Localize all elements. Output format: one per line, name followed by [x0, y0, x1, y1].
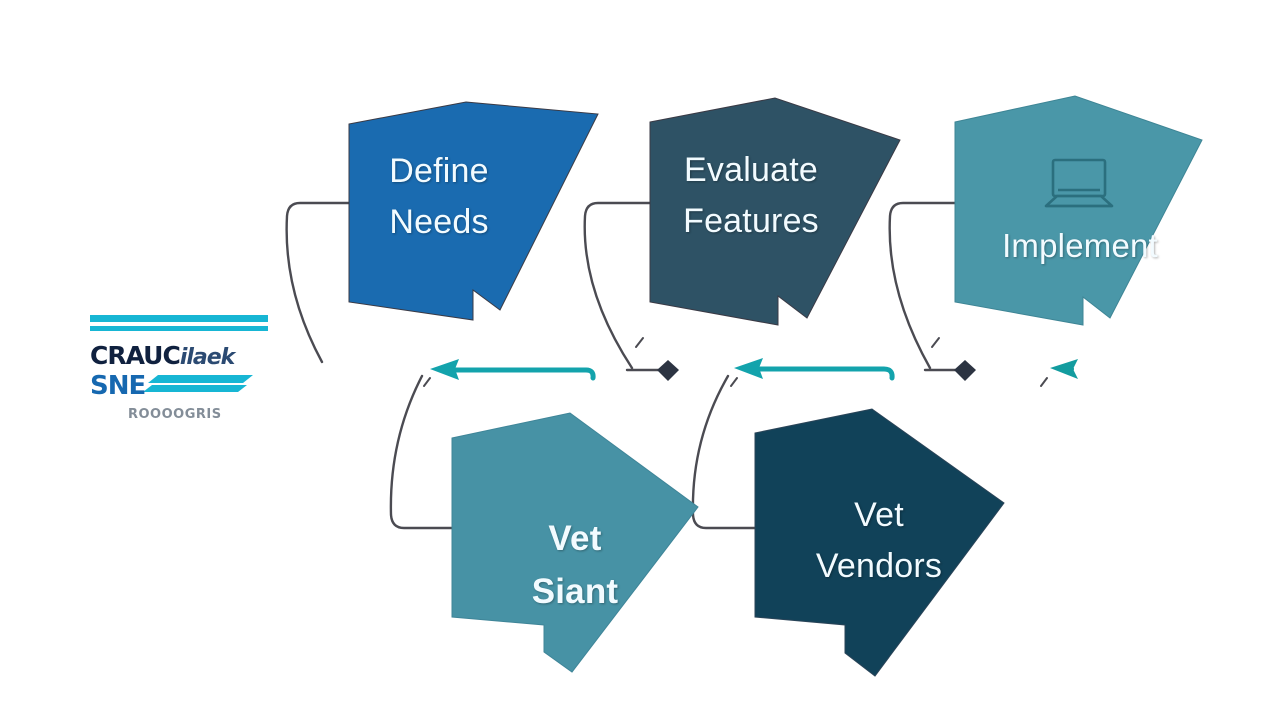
logo-bar-second — [90, 326, 268, 331]
node-define-needs[interactable] — [348, 101, 599, 321]
connector-3 — [888, 201, 957, 370]
logo-main-text: CRAUCilaek — [90, 341, 235, 370]
logo[interactable]: CRAUCilaek SNE ROOOOGRIS — [82, 305, 272, 435]
diamond-2 — [923, 360, 976, 381]
logo-swoosh-icon — [143, 375, 253, 392]
laptop-icon — [1044, 158, 1114, 208]
node-vet-vendors[interactable] — [754, 408, 1005, 677]
logo-sub-text: SNE — [90, 371, 146, 401]
evaluate-features-shape[interactable] — [649, 97, 901, 326]
define-needs-shape[interactable] — [348, 101, 599, 321]
connector-5 — [691, 374, 759, 530]
connector-2 — [583, 201, 652, 370]
teal-arrow-2 — [734, 358, 895, 381]
connector-1 — [285, 201, 354, 364]
logo-main-word: CRAUC — [90, 341, 181, 370]
connector-4 — [389, 374, 457, 530]
node-implement[interactable] — [954, 95, 1203, 326]
stray-ticks — [423, 337, 1048, 387]
implement-shape[interactable] — [954, 95, 1203, 326]
teal-arrow-1 — [430, 359, 596, 381]
vet-siant-shape[interactable] — [451, 412, 699, 673]
vet-vendors-shape[interactable] — [754, 408, 1005, 677]
diamond-1 — [625, 360, 679, 381]
logo-bar-top — [90, 315, 268, 322]
node-vet-siant[interactable] — [451, 412, 699, 673]
teal-arrow-3 — [1050, 359, 1078, 379]
logo-script-word: ilaek — [179, 345, 235, 370]
node-evaluate-features[interactable] — [649, 97, 901, 326]
logo-tagline: ROOOOGRIS — [128, 407, 222, 422]
